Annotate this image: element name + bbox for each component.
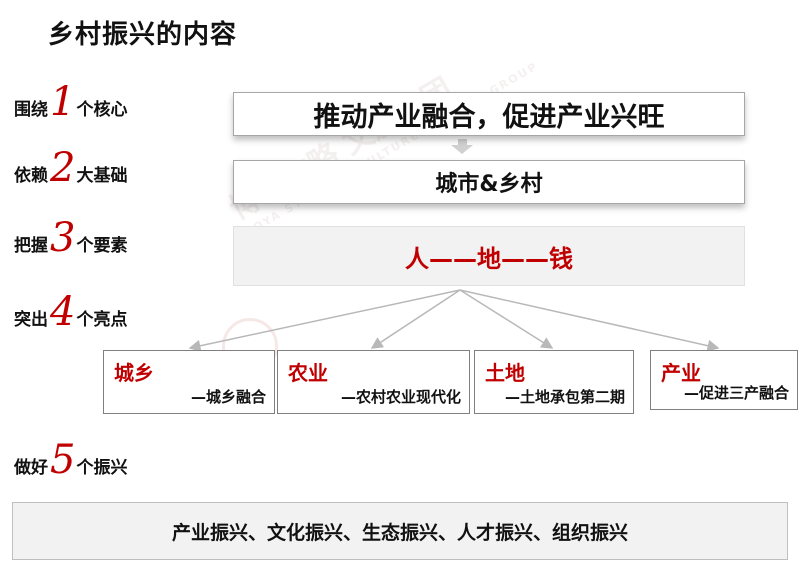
row-prefix: 围绕 [14, 100, 48, 120]
foundation-box: 城市&乡村 [233, 160, 745, 204]
row-prefix: 做好 [14, 458, 48, 478]
row-suffix: 个亮点 [76, 310, 128, 330]
highlight-box-3: 土地 —土地承包第二期 [474, 350, 634, 414]
highlight-subtitle: —城乡融合 [190, 388, 266, 406]
highlight-box-1: 城乡 —城乡融合 [103, 350, 275, 414]
highlight-subtitle: —农村农业现代化 [340, 388, 461, 406]
core-box: 推动产业融合，促进产业兴旺 [233, 92, 745, 136]
row-suffix: 个核心 [76, 100, 128, 120]
row-number: 2 [50, 145, 76, 191]
highlight-title: 产业 [661, 361, 701, 385]
row-number: 3 [50, 215, 76, 261]
row-suffix: 个振兴 [76, 458, 128, 478]
connector-line-4 [459, 289, 720, 352]
connector-line-1 [188, 289, 461, 352]
highlight-subtitle: —促进三产融合 [683, 384, 789, 402]
arrow-core-to-base [451, 139, 473, 154]
connector-line-3 [459, 289, 554, 349]
highlight-box-4: 产业 —促进三产融合 [650, 350, 798, 410]
row-number: 4 [50, 289, 76, 335]
highlight-title: 土地 [485, 361, 525, 385]
elements-box: 人——地——钱 [233, 226, 745, 286]
highlight-subtitle: —土地承包第二期 [504, 388, 625, 406]
row-prefix: 把握 [14, 236, 48, 256]
row-suffix: 个要素 [76, 236, 128, 256]
row-prefix: 突出 [14, 310, 48, 330]
highlight-title: 城乡 [114, 361, 154, 385]
row-number: 5 [50, 437, 76, 483]
page-title: 乡村振兴的内容 [48, 20, 238, 50]
highlight-title: 农业 [288, 361, 328, 385]
highlight-box-2: 农业 —农村农业现代化 [277, 350, 470, 414]
row-prefix: 依赖 [14, 166, 48, 186]
row-number: 1 [50, 79, 76, 125]
connector-line-2 [370, 289, 461, 349]
row-suffix: 大基础 [76, 166, 128, 186]
revitalization-box: 产业振兴、文化振兴、生态振兴、人才振兴、组织振兴 [12, 502, 788, 560]
